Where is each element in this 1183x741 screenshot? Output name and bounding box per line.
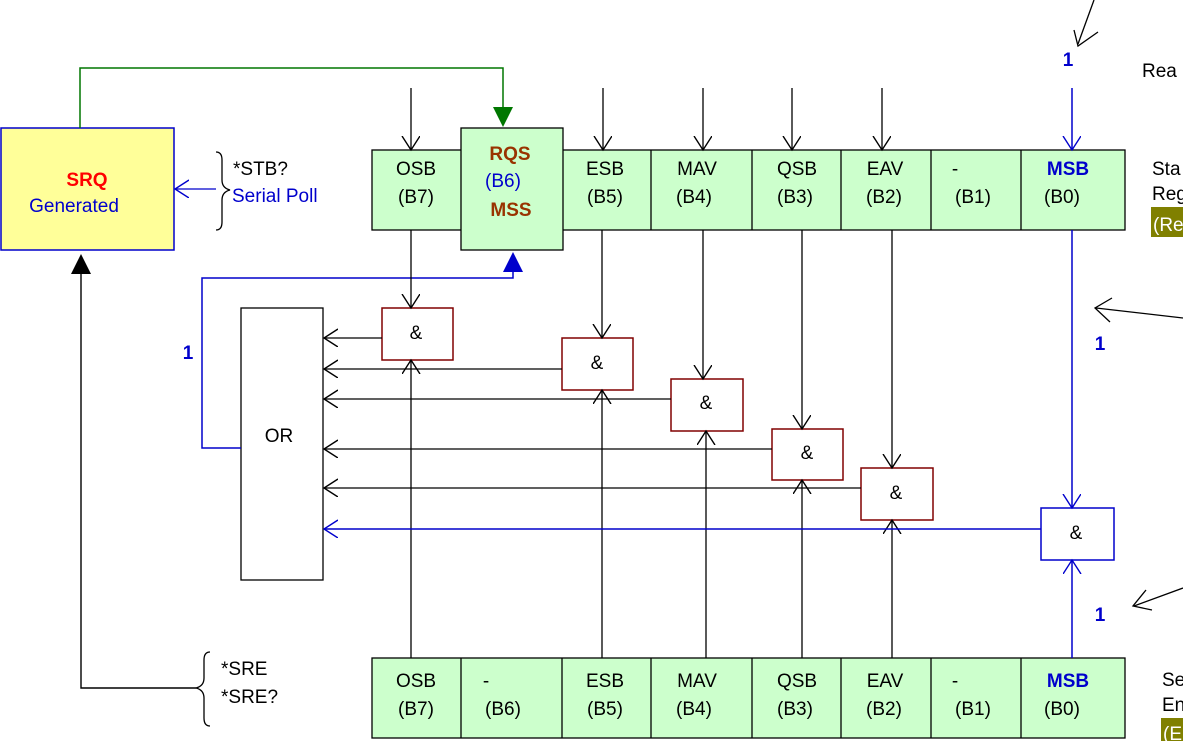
enable-bit-b1-name: -	[952, 671, 958, 692]
status-bit-osb-name: OSB	[396, 159, 436, 180]
enable-register-tag	[1161, 718, 1183, 741]
rqs-mss-cell	[460, 127, 564, 251]
svg-text:&: &	[591, 353, 604, 374]
or-gate-label: OR	[265, 426, 294, 447]
and-gate-eav: &	[860, 467, 934, 521]
right-side-arrows	[1093, 297, 1183, 611]
enable-bit-msb-index: (B0)	[1044, 699, 1080, 720]
enable-bit-mav-name: MAV	[677, 671, 717, 692]
stb-brace	[215, 151, 231, 231]
or-output-to-rqs-line	[201, 252, 523, 449]
enable-bit-msb-name: MSB	[1047, 671, 1089, 692]
enable-bit-eav-name: EAV	[867, 671, 904, 692]
enable-bit-osb-index: (B7)	[398, 699, 434, 720]
read-label: Rea	[1142, 61, 1177, 82]
srq-subtitle: Generated	[29, 196, 119, 217]
status-bit-esb-name: ESB	[586, 159, 624, 180]
status-register-label-2: Reg	[1152, 184, 1183, 205]
status-bit-msb-index: (B0)	[1044, 187, 1080, 208]
sre-to-srq-arrow	[71, 254, 196, 689]
status-register-label-1: Sta	[1152, 159, 1181, 180]
right-side-labels: Rea Sta Reg (Re Se En (E	[1142, 61, 1183, 741]
status-bit-esb-index: (B5)	[587, 187, 623, 208]
msb-input-one-label: 1	[1063, 50, 1074, 71]
enable-bit-qsb-index: (B3)	[777, 699, 813, 720]
enable-bit-eav-index: (B2)	[866, 699, 902, 720]
status-bit-rqs-name: RQS	[489, 144, 530, 165]
status-bit-msb-name: MSB	[1047, 159, 1089, 180]
enable-register-label-1: Se	[1162, 670, 1183, 691]
msb-enable-one-label: 1	[1095, 605, 1106, 626]
status-register-tag-text: (Re	[1153, 215, 1183, 236]
status-bit-b1-name: -	[952, 159, 958, 180]
status-bit-b6-index: (B6)	[485, 171, 521, 192]
svg-text:&: &	[890, 483, 903, 504]
status-to-and-lines	[411, 230, 1072, 508]
serial-poll-label: Serial Poll	[232, 186, 318, 207]
sre-annotation: *SRE *SRE?	[71, 254, 278, 727]
enable-register-label-2: En	[1162, 695, 1183, 716]
status-register-tag	[1151, 207, 1183, 237]
and-gate-qsb: &	[771, 428, 844, 481]
sre-set-label: *SRE	[221, 659, 267, 680]
svg-text:&: &	[1070, 523, 1083, 544]
enable-bit-b6-index: (B6)	[485, 699, 521, 720]
enable-to-and-lines	[411, 360, 1072, 658]
enable-bit-mav-index: (B4)	[676, 699, 712, 720]
stb-query-annotation: *STB? Serial Poll	[175, 151, 318, 231]
enable-bit-b6-name: -	[483, 671, 489, 692]
srq-to-rqs-green-line	[79, 67, 513, 128]
svg-text:&: &	[410, 323, 423, 344]
status-bit-mav-name: MAV	[677, 159, 717, 180]
status-input-arrows	[411, 88, 1072, 150]
status-byte-register: OSB (B7) RQS (B6) MSS ESB (B5) MAV (B4) …	[371, 127, 1126, 251]
enable-bit-esb-name: ESB	[586, 671, 624, 692]
enable-bit-esb-index: (B5)	[587, 699, 623, 720]
svg-text:&: &	[700, 393, 713, 414]
status-bit-b1-index: (B1)	[955, 187, 991, 208]
status-bit-mss-name: MSS	[490, 200, 531, 221]
srq-title: SRQ	[66, 170, 107, 191]
status-bit-osb-index: (B7)	[398, 187, 434, 208]
sre-query-label: *SRE?	[221, 687, 278, 708]
and-gate-mav: &	[670, 378, 744, 432]
service-request-enable-register: OSB (B7) - (B6) ESB (B5) MAV (B4) QSB (B…	[371, 657, 1126, 739]
enable-register-tag-text: (E	[1163, 724, 1182, 741]
enable-bit-b1-index: (B1)	[955, 699, 991, 720]
status-bit-eav-name: EAV	[867, 159, 904, 180]
enable-bit-osb-name: OSB	[396, 671, 436, 692]
msb-status-one-label: 1	[1095, 334, 1106, 355]
svg-text:&: &	[801, 443, 814, 464]
srq-generated-box: SRQ Generated	[0, 127, 175, 251]
and-gate-esb: &	[561, 337, 634, 391]
diag-arrow-top	[1077, 0, 1095, 45]
sre-brace	[195, 651, 211, 727]
or-output-one-label: 1	[183, 343, 194, 364]
and-gate-osb: &	[381, 307, 454, 361]
enable-bit-qsb-name: QSB	[777, 671, 817, 692]
status-bit-eav-index: (B2)	[866, 187, 902, 208]
status-bit-qsb-index: (B3)	[777, 187, 813, 208]
and-gate-msb: &	[1040, 507, 1115, 561]
stb-query-label: *STB?	[233, 159, 288, 180]
status-bit-mav-index: (B4)	[676, 187, 712, 208]
and-to-or-lines	[324, 338, 1041, 529]
or-gate: OR	[240, 307, 324, 581]
status-bit-qsb-name: QSB	[777, 159, 817, 180]
